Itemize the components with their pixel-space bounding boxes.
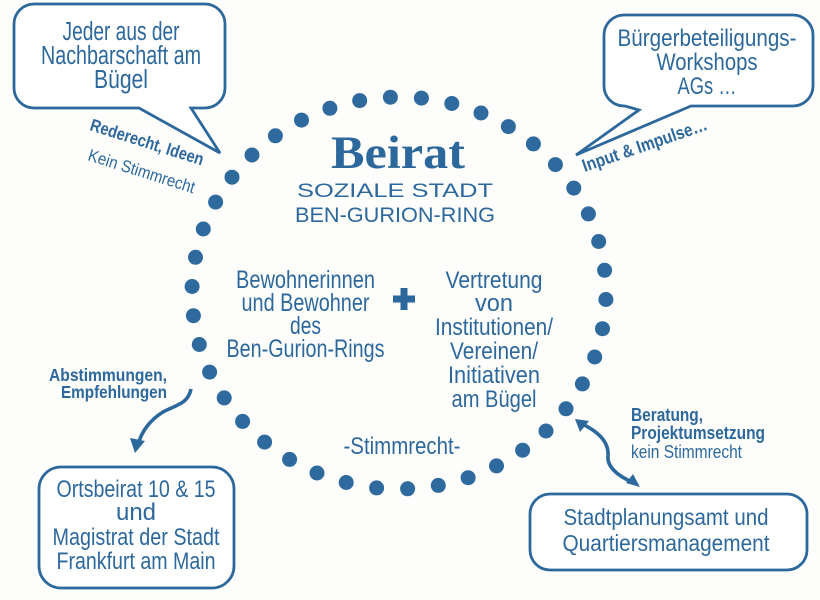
svg-text:des: des — [290, 312, 321, 340]
svg-text:Workshops: Workshops — [657, 49, 758, 76]
svg-text:kein Stimmrecht: kein Stimmrecht — [631, 442, 742, 462]
svg-text:Bürgerbeteiligungs-: Bürgerbeteiligungs- — [618, 25, 797, 52]
svg-text:Frankfurt am Main: Frankfurt am Main — [57, 548, 216, 575]
svg-text:Bewohnerinnen: Bewohnerinnen — [236, 266, 375, 294]
svg-text:am Bügel: am Bügel — [452, 386, 537, 413]
svg-text:Institutionen/: Institutionen/ — [435, 314, 553, 341]
svg-text:Ortsbeirat 10 & 15: Ortsbeirat 10 & 15 — [57, 476, 216, 503]
svg-text:Stadtplanungsamt und: Stadtplanungsamt und — [564, 504, 769, 530]
svg-text:Nachbarschaft am: Nachbarschaft am — [41, 42, 201, 70]
svg-text:und: und — [116, 499, 156, 526]
svg-text:Magistrat der Stadt: Magistrat der Stadt — [53, 524, 220, 551]
svg-text:und Bewohner: und Bewohner — [242, 289, 370, 317]
svg-text:Vertretung: Vertretung — [446, 267, 543, 294]
svg-text:Bügel: Bügel — [94, 66, 148, 94]
svg-text:Quartiersmanagement: Quartiersmanagement — [563, 530, 771, 556]
svg-text:Empfehlungen: Empfehlungen — [61, 382, 167, 402]
svg-text:Abstimmungen,: Abstimmungen, — [49, 365, 167, 385]
svg-text:Projektumsetzung: Projektumsetzung — [631, 423, 765, 443]
svg-text:Vereinen/: Vereinen/ — [450, 338, 538, 365]
svg-text:SOZIALE STADT: SOZIALE STADT — [297, 180, 493, 202]
svg-text:AGs …: AGs … — [678, 73, 737, 100]
svg-text:Jeder aus der: Jeder aus der — [63, 18, 180, 46]
svg-text:-Stimmrecht-: -Stimmrecht- — [344, 433, 461, 460]
svg-text:Beratung,: Beratung, — [631, 405, 703, 425]
svg-text:Initiativen: Initiativen — [448, 362, 540, 389]
svg-text:Ben-Gurion-Rings: Ben-Gurion-Rings — [227, 335, 385, 363]
svg-text:BEN-GURION-RING: BEN-GURION-RING — [295, 204, 495, 227]
svg-text:Beirat: Beirat — [331, 127, 465, 179]
svg-text:von: von — [475, 290, 513, 317]
